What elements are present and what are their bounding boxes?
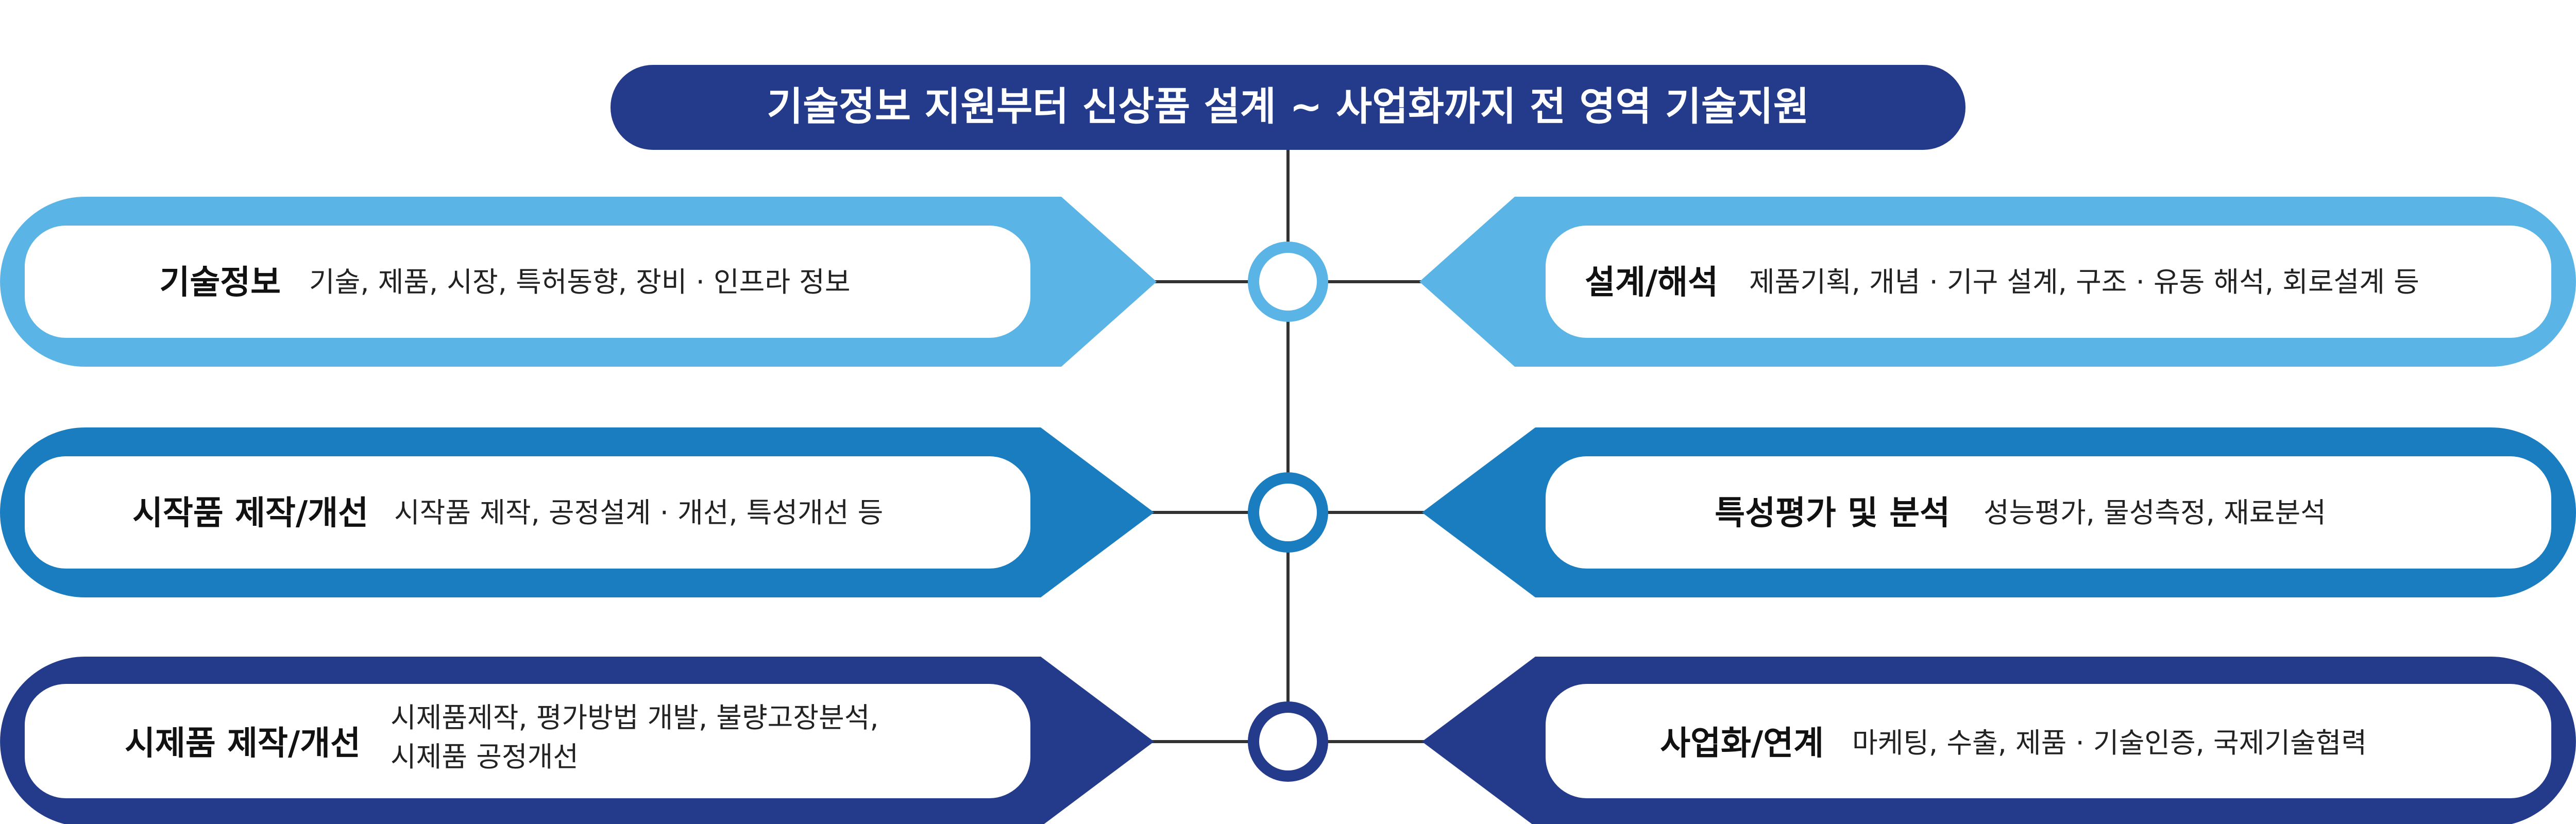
right-card-2-title: 특성평가 및 분석 (1715, 494, 1950, 533)
left-card-2: 시작품 제작/개선 시작품 제작, 공정설계 · 개선, 특성개선 등 (0, 427, 1154, 597)
header-pill (611, 65, 1965, 150)
left-card-3-desc: 시제품제작, 평가방법 개발, 불량고장분석, 시제품 공정개선 (391, 701, 888, 773)
right-card-1: 설계/해석 제품기획, 개념 · 기구 설계, 구조 · 유동 해석, 회로설계… (1419, 197, 2576, 367)
left-card-3-desc-line-2: 시제품 공정개선 (391, 741, 579, 773)
left-card-1: 기술정보 기술, 제품, 시장, 특허동향, 장비 · 인프라 정보 (0, 197, 1157, 367)
row-2: 시작품 제작/개선 시작품 제작, 공정설계 · 개선, 특성개선 등 특성평가… (0, 427, 2576, 597)
right-card-1-desc-line-1: 제품기획, 개념 · 기구 설계, 구조 · 유동 해석, 회로설계 등 (1749, 266, 2419, 298)
left-card-1-title: 기술정보 (159, 264, 281, 302)
left-card-2-desc: 시작품 제작, 공정설계 · 개선, 특성개선 등 (394, 496, 883, 529)
right-card-1-title: 설계/해석 (1585, 264, 1718, 302)
right-card-2: 특성평가 및 분석 성능평가, 물성측정, 재료분석 (1422, 427, 2576, 597)
header-banner: 기술정보 지원부터 신상품 설계 ~ 사업화까지 전 영역 기술지원 (611, 65, 1965, 150)
left-card-3-desc-line-1: 시제품제작, 평가방법 개발, 불량고장분석, (391, 701, 879, 734)
left-card-2-title: 시작품 제작/개선 (132, 494, 368, 533)
left-card-1-desc-line-1: 기술, 제품, 시장, 특허동향, 장비 · 인프라 정보 (309, 266, 851, 298)
right-card-2-desc-line-1: 성능평가, 물성측정, 재료분석 (1984, 496, 2326, 529)
right-card-3-title: 사업화/연계 (1660, 725, 1824, 763)
left-card-3-title: 시제품 제작/개선 (125, 725, 361, 763)
right-card-1-panel (1546, 226, 2551, 338)
left-card-2-desc-line-1: 시작품 제작, 공정설계 · 개선, 특성개선 등 (394, 496, 883, 529)
right-card-1-desc: 제품기획, 개념 · 기구 설계, 구조 · 유동 해석, 회로설계 등 (1749, 266, 2419, 298)
left-card-3: 시제품 제작/개선 시제품제작, 평가방법 개발, 불량고장분석, 시제품 공정… (0, 657, 1154, 824)
right-card-3-desc: 마케팅, 수출, 제품 · 기술인증, 국제기술협력 (1852, 727, 2367, 759)
right-card-2-panel (1546, 456, 2551, 569)
header-title: 기술정보 지원부터 신상품 설계 ~ 사업화까지 전 영역 기술지원 (767, 83, 1809, 129)
left-card-2-panel (25, 456, 1030, 569)
left-card-3-panel (25, 684, 1030, 798)
row-2-node (1248, 472, 1328, 553)
right-card-3: 사업화/연계 마케팅, 수출, 제품 · 기술인증, 국제기술협력 (1422, 657, 2576, 824)
row-3: 시제품 제작/개선 시제품제작, 평가방법 개발, 불량고장분석, 시제품 공정… (0, 657, 2576, 824)
row-1-node (1248, 242, 1328, 322)
row-1: 기술정보 기술, 제품, 시장, 특허동향, 장비 · 인프라 정보 설계/해석… (0, 197, 2576, 367)
right-card-3-desc-line-1: 마케팅, 수출, 제품 · 기술인증, 국제기술협력 (1852, 727, 2367, 759)
left-card-1-desc: 기술, 제품, 시장, 특허동향, 장비 · 인프라 정보 (309, 266, 851, 298)
right-card-3-panel (1546, 684, 2551, 798)
row-3-node (1248, 701, 1328, 782)
right-card-2-desc: 성능평가, 물성측정, 재료분석 (1984, 496, 2326, 529)
left-card-1-panel (25, 226, 1030, 338)
